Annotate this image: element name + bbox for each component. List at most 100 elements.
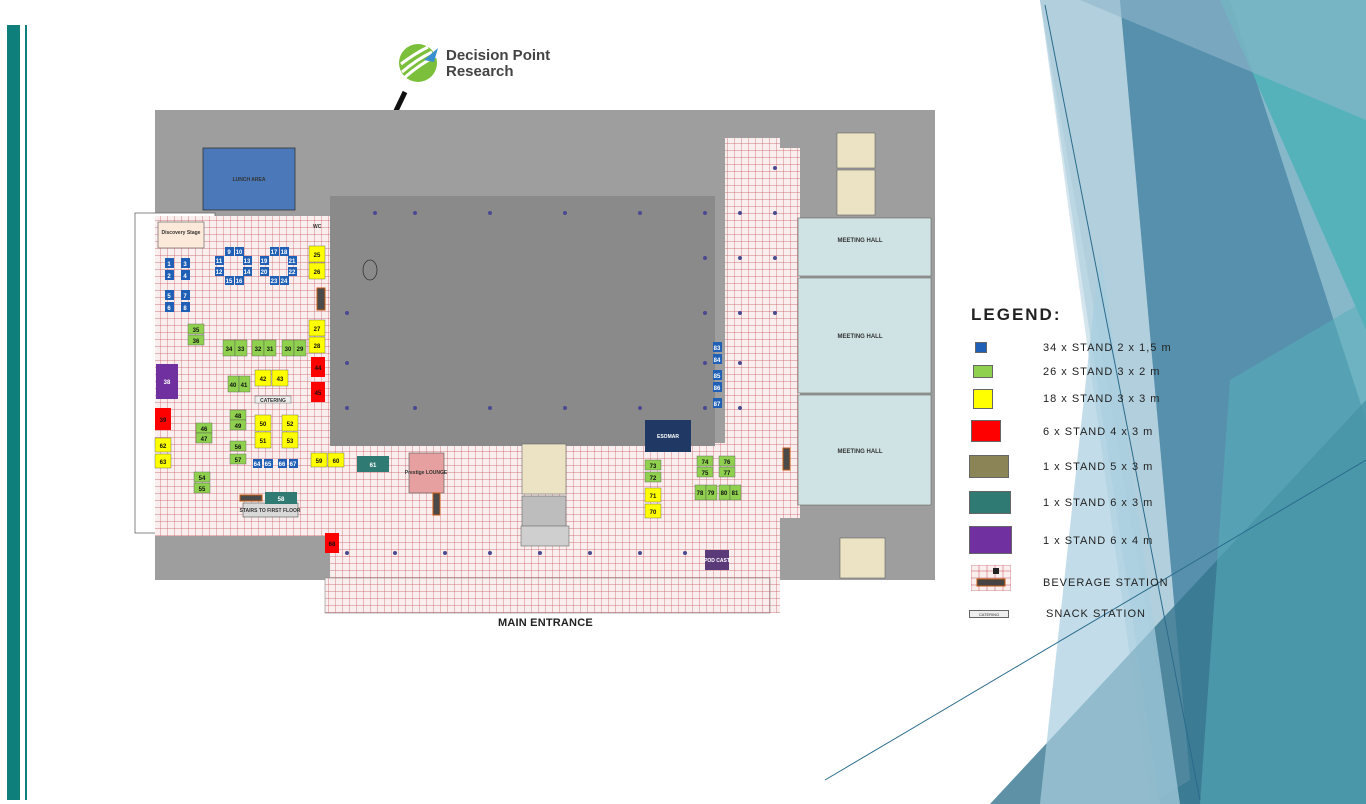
- wc-label: WC: [313, 224, 322, 230]
- stand-84: 84: [714, 358, 721, 364]
- stand-14: 14: [244, 270, 251, 276]
- legend-item-purple-stand: 1 x STAND 6 x 4 m: [968, 526, 1228, 554]
- meeting-hall-label-1: MEETING HALL: [838, 238, 883, 244]
- stand-27: 27: [314, 327, 321, 333]
- stand-61: 61: [370, 463, 377, 469]
- stand-3: 3: [183, 262, 187, 268]
- stand-49: 49: [235, 424, 242, 430]
- legend-text-5: 1 x STAND 5 x 3 m: [1043, 461, 1154, 473]
- stand-36: 36: [193, 339, 200, 345]
- stand-67: 67: [290, 462, 297, 468]
- stand-41: 41: [241, 383, 248, 389]
- legend-swatch-blue: [975, 342, 987, 353]
- discovery-stage-label: Discovery Stage: [162, 230, 201, 236]
- stand-38: 38: [164, 380, 171, 386]
- stand-30: 30: [285, 347, 292, 353]
- meeting-hall-label-3: MEETING HALL: [838, 449, 883, 455]
- stand-17: 17: [271, 250, 278, 256]
- stand-40: 40: [230, 383, 237, 389]
- beverage-station-icon: [971, 565, 1011, 591]
- green-stands: 35 36 34 33 32 31 30 29 40 41 48 49 46 4…: [187, 323, 742, 501]
- stand-44: 44: [315, 366, 322, 372]
- legend-item-yellow-stand: 18 x STAND 3 x 3 m: [968, 389, 1228, 413]
- main-entrance-label: MAIN ENTRANCE: [498, 617, 593, 629]
- stand-35: 35: [193, 328, 200, 334]
- stand-42: 42: [260, 377, 267, 383]
- legend-text-7: 1 x STAND 6 x 4 m: [1043, 535, 1154, 547]
- logo-line-2: Research: [446, 63, 514, 80]
- stand-13: 13: [244, 259, 251, 265]
- stand-50: 50: [260, 422, 267, 428]
- stand-4: 4: [183, 274, 187, 280]
- legend-text-3: 18 x STAND 3 x 3 m: [1043, 393, 1161, 405]
- left-accent-line: [25, 25, 27, 800]
- stand-8: 8: [183, 306, 187, 312]
- stand-73: 73: [650, 464, 657, 470]
- legend-swatch-yellow: [973, 389, 993, 409]
- stand-78: 78: [697, 491, 704, 497]
- stand-15: 15: [226, 279, 233, 285]
- stand-11: 11: [216, 259, 223, 265]
- stand-22: 22: [289, 270, 296, 276]
- snack-station-swatch: CATERING: [969, 610, 1009, 618]
- stand-54: 54: [199, 476, 206, 482]
- esomar-label: ESOMAR: [657, 434, 679, 440]
- stand-52: 52: [287, 422, 294, 428]
- stand-39: 39: [160, 418, 167, 424]
- stand-76: 76: [724, 460, 731, 466]
- stand-51: 51: [260, 439, 267, 445]
- stand-66: 66: [279, 462, 286, 468]
- stand-26: 26: [314, 270, 321, 276]
- left-accent-bar: [7, 25, 20, 800]
- yellow-stands: 25 26 27 28 42 43 50 51 52 53 59 60 62 6…: [154, 245, 662, 519]
- catering-label: CATERING: [260, 398, 286, 404]
- meeting-hall-label-2: MEETING HALL: [838, 334, 883, 340]
- stairs-label: STAIRS TO FIRST FLOOR: [240, 508, 301, 514]
- stand-83: 83: [714, 346, 721, 352]
- floor-plan: LUNCH AREA Discovery Stage WC MEETING HA…: [134, 110, 935, 614]
- stand-87: 87: [714, 402, 721, 408]
- blue-stands: 1 2 3 4 5 6 7 8 9 10 11 12 13 14 15 16 1…: [165, 247, 722, 468]
- stand-70: 70: [650, 510, 657, 516]
- stand-10: 10: [236, 250, 243, 256]
- legend-text-1: 34 x STAND 2 x 1,5 m: [1043, 342, 1172, 354]
- stand-33: 33: [238, 347, 245, 353]
- stand-46: 46: [201, 427, 208, 433]
- legend-item-red-stand: 6 x STAND 4 x 3 m: [968, 420, 1228, 444]
- legend-text-6: 1 x STAND 6 x 3 m: [1043, 497, 1154, 509]
- legend-item-blue-stand: 34 x STAND 2 x 1,5 m: [968, 340, 1228, 364]
- stand-9: 9: [227, 250, 231, 256]
- stand-47: 47: [201, 437, 208, 443]
- stand-74: 74: [702, 460, 709, 466]
- stand-28: 28: [314, 344, 321, 350]
- stand-25: 25: [314, 253, 321, 259]
- stand-55: 55: [199, 487, 206, 493]
- legend-item-olive-stand: 1 x STAND 5 x 3 m: [968, 455, 1228, 479]
- stand-5: 5: [167, 294, 171, 300]
- legend-swatch-red: [971, 420, 1001, 442]
- stand-57: 57: [235, 458, 242, 464]
- legend-item-teal-stand: 1 x STAND 6 x 3 m: [968, 491, 1228, 515]
- stand-53: 53: [287, 439, 294, 445]
- stand-32: 32: [255, 347, 262, 353]
- stand-19: 19: [261, 259, 268, 265]
- legend-text-8: BEVERAGE STATION: [1043, 577, 1169, 589]
- stand-12: 12: [216, 270, 223, 276]
- stand-18: 18: [281, 250, 288, 256]
- stand-64: 64: [254, 462, 261, 468]
- company-logo: Decision Point Research: [398, 42, 578, 84]
- leaf-logo-icon: [399, 44, 438, 82]
- stand-79: 79: [708, 491, 715, 497]
- legend-item-green-stand: 26 x STAND 3 x 2 m: [968, 365, 1228, 389]
- stand-58: 58: [278, 497, 285, 503]
- stand-45: 45: [315, 391, 322, 397]
- stand-20: 20: [261, 270, 268, 276]
- stand-23: 23: [271, 279, 278, 285]
- stand-72: 72: [650, 476, 657, 482]
- stand-1: 1: [167, 262, 171, 268]
- podcast-label: POD CAST: [704, 558, 730, 564]
- stand-60: 60: [333, 459, 340, 465]
- logo-text: Decision Point Research: [446, 48, 550, 80]
- stand-6: 6: [167, 306, 171, 312]
- stand-24: 24: [281, 279, 288, 285]
